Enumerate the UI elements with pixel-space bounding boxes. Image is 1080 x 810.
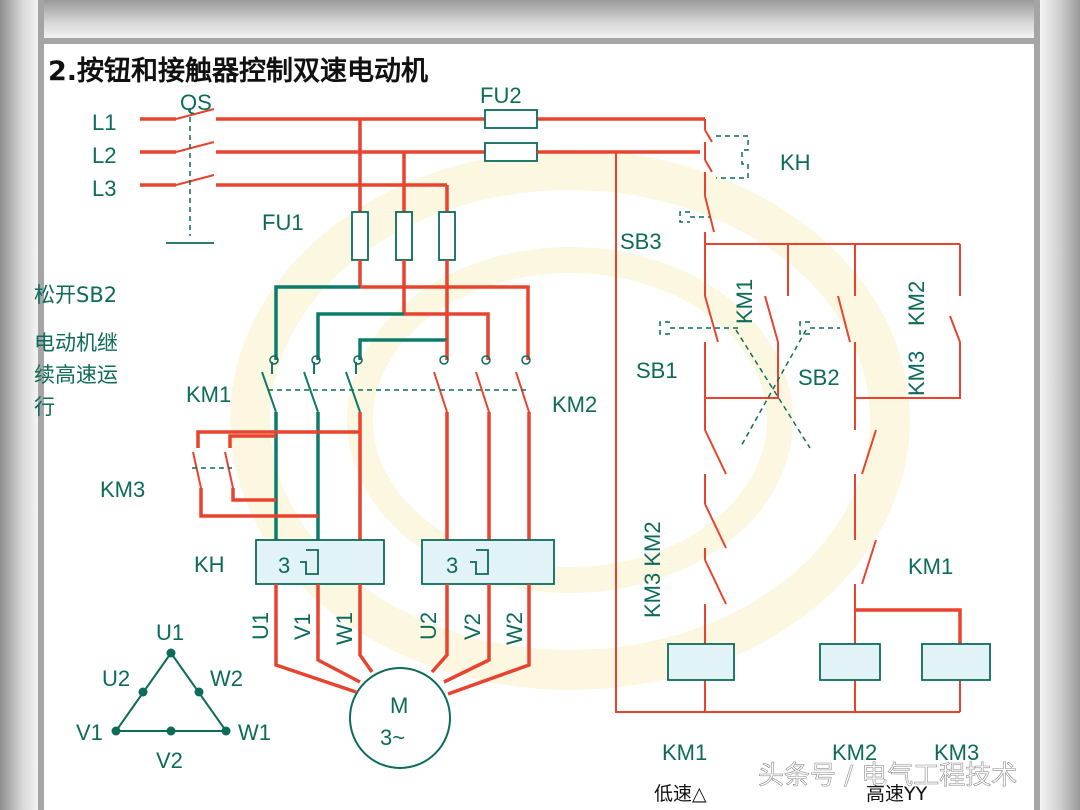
kh-power-label: KH — [194, 552, 225, 577]
slide-frame-left — [0, 0, 38, 810]
note-line-1: 松开SB2 — [34, 283, 117, 307]
delta-v2: V2 — [156, 748, 183, 773]
delta-u1: U1 — [156, 620, 184, 645]
terminal-v2: V2 — [460, 613, 485, 640]
control-coils — [667, 643, 991, 681]
delta-w1: W1 — [238, 720, 271, 745]
fu2-label: FU2 — [480, 83, 522, 108]
terminal-u2: U2 — [416, 612, 441, 640]
fu1-label: FU1 — [262, 210, 304, 235]
motor-name: M — [390, 693, 408, 718]
delta-v1: V1 — [76, 720, 103, 745]
sb2-label: SB2 — [798, 365, 840, 390]
delta-diagram — [111, 648, 231, 736]
note-line-2: 电动机继 — [34, 331, 118, 355]
note-line-3: 续高速运 — [34, 363, 118, 387]
fu2-fuses — [484, 109, 538, 162]
phase-l1-label: L1 — [92, 110, 116, 135]
terminal-u1: U1 — [248, 612, 273, 640]
terminal-w1: W1 — [332, 612, 357, 645]
km2-aux-label: KM2 — [904, 281, 929, 326]
phase-l2-label: L2 — [92, 143, 116, 168]
caption-low-speed: 低速△ — [654, 783, 707, 805]
fu1-feed — [351, 119, 456, 340]
note-line-4: 行 — [34, 395, 55, 419]
terminal-v1: V1 — [290, 613, 315, 640]
supply-lines — [140, 108, 705, 244]
km1-aux-label: KM1 — [732, 279, 757, 324]
kh-relay-right — [421, 539, 555, 585]
sb1-label: SB1 — [636, 358, 678, 383]
km1-interlock-label: KM1 — [908, 554, 953, 579]
delta-w2: W2 — [210, 666, 243, 691]
sb3-label: SB3 — [620, 229, 662, 254]
motor-type: 3~ — [380, 725, 405, 750]
slide-frame-top — [0, 0, 1080, 38]
terminal-w2: W2 — [502, 612, 527, 645]
km3-km2-interlock-label: KM3 KM2 — [640, 521, 665, 618]
slide-frame-right — [1040, 0, 1080, 810]
km3-star-contacts — [192, 430, 360, 518]
kh-left-element: 3 — [278, 553, 290, 578]
kh-relay-left — [255, 539, 385, 585]
km1-buses — [274, 285, 447, 360]
phase-l3-label: L3 — [92, 176, 116, 201]
delta-u2: U2 — [102, 666, 130, 691]
caption-high-speed: 高速YY — [866, 783, 928, 805]
km1-power-label: KM1 — [186, 382, 231, 407]
slide-frame-top-border — [0, 38, 1080, 44]
coil-km2-label: KM2 — [832, 740, 877, 765]
km1-main-contacts — [261, 355, 440, 413]
slide-panel — [44, 44, 1034, 810]
page-title: 2.按钮和接触器控制双速电动机 — [48, 55, 428, 87]
km3-power-label: KM3 — [100, 477, 145, 502]
km2-power-label: KM2 — [552, 392, 597, 417]
slide-frame-left-border — [38, 0, 44, 810]
coil-km3-label: KM3 — [934, 740, 979, 765]
kh-right-element: 3 — [446, 553, 458, 578]
control-wiring — [537, 119, 962, 713]
coil-km1-label: KM1 — [662, 740, 707, 765]
motor-leads — [274, 584, 531, 696]
watermark: 头条号 / 电气工程技术 — [758, 761, 1017, 791]
km3-aux-label: KM3 — [904, 351, 929, 396]
control-kh-label: KH — [780, 150, 811, 175]
km2-main-contacts — [433, 355, 531, 413]
slide-frame-right-border — [1034, 0, 1040, 810]
motor-symbol — [349, 667, 451, 769]
qs-switch-label: QS — [180, 90, 212, 115]
motor-terminal-labels: U1 V1 W1 U2 V2 W2 — [248, 612, 527, 645]
